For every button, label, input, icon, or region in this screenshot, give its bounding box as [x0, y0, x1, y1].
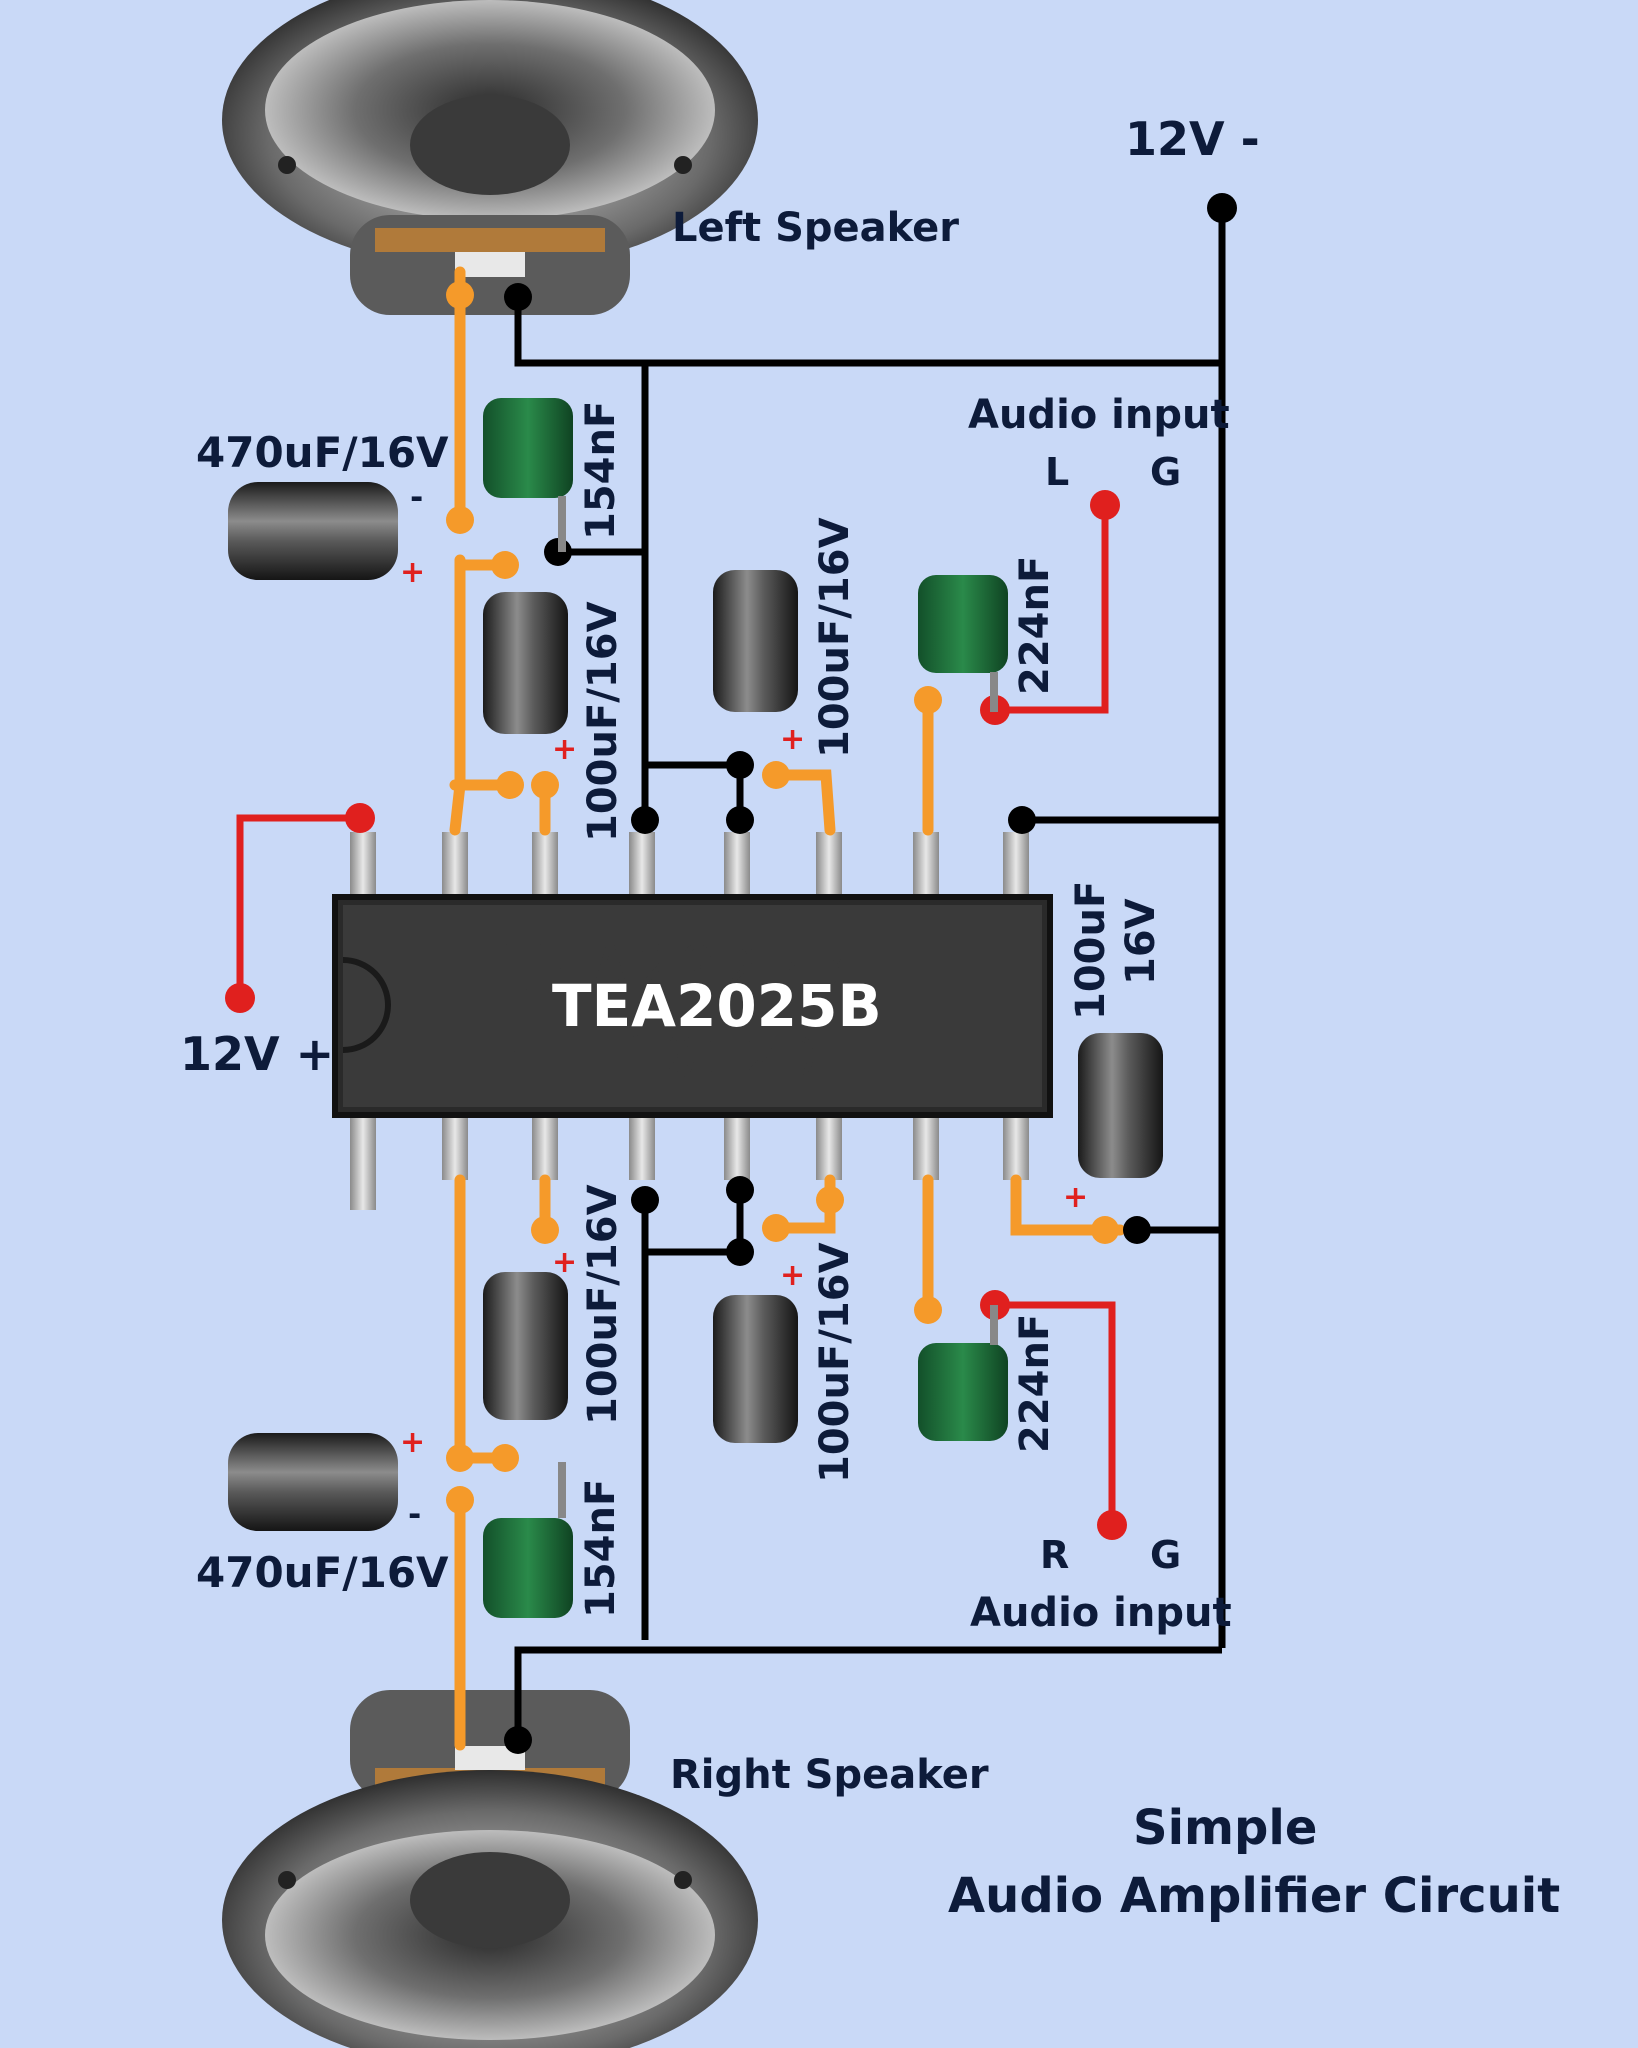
cap-154-bottom-label: 154nF — [578, 1478, 624, 1618]
audio-input-bottom-g: G — [1150, 1533, 1182, 1577]
cap-154-top-label: 154nF — [578, 400, 624, 540]
power-negative-label: 12V - — [1125, 112, 1260, 166]
audio-input-bottom-r: R — [1040, 1533, 1070, 1577]
signal-wires — [449, 266, 1126, 1751]
cap-100-bl-label: 100uF/16V — [580, 1184, 626, 1425]
power-wires — [236, 505, 1116, 1525]
audio-input-top-label: Audio input — [968, 392, 1230, 438]
cap-100-tm-body — [713, 570, 798, 712]
minus-sign-470-bottom: - — [408, 1495, 422, 1533]
title-line-1: Simple — [1133, 1800, 1318, 1856]
cap-100-right-body — [1078, 1033, 1163, 1178]
right-speaker — [222, 1690, 758, 2048]
plus-sign-100-bl: + — [552, 1245, 578, 1280]
cap-224-top-body — [918, 575, 1008, 673]
cap-470-top-label: 470uF/16V — [196, 428, 449, 477]
plus-sign-100-tl: + — [552, 732, 578, 767]
cap-100-tl-body — [483, 592, 568, 734]
plus-sign-470-top: + — [400, 555, 426, 590]
cap-224-bottom-label: 224nF — [1012, 1313, 1058, 1453]
cap-470-bottom-label: 470uF/16V — [196, 1548, 449, 1597]
title-line-2: Audio Amplifier Circuit — [948, 1868, 1561, 1924]
cap-100-bl-body — [483, 1272, 568, 1420]
power-positive-label: 12V + — [180, 1027, 335, 1081]
cap-100-right-label-b: 16V — [1118, 898, 1164, 985]
right-speaker-label: Right Speaker — [670, 1752, 989, 1798]
cap-100-right-label-a: 100uF — [1068, 880, 1114, 1020]
plus-sign-100-bm: + — [780, 1258, 806, 1293]
chip-marking-bottom: HL 1012D — [505, 1025, 823, 1090]
chip-pins — [350, 832, 1029, 1210]
cap-100-tl-label: 100uF/16V — [580, 601, 626, 842]
tea2025b-chip — [332, 894, 1053, 1118]
cap-224-top-label: 224nF — [1012, 555, 1058, 695]
cap-154-bottom-body — [483, 1518, 573, 1618]
minus-sign-470-top: - — [410, 478, 424, 516]
cap-100-tm-label: 100uF/16V — [812, 517, 858, 758]
cap-154-top-body — [483, 398, 573, 498]
cap-224-bottom-body — [918, 1343, 1008, 1441]
chip-marking-top: TEA2025B — [505, 932, 852, 1005]
plus-sign-100-right: + — [1063, 1180, 1089, 1215]
left-speaker — [222, 0, 758, 315]
chip-label: TEA2025B — [552, 972, 882, 1040]
plus-sign-100-tm: + — [780, 722, 806, 757]
electrolytic-capacitors — [228, 482, 1163, 1531]
audio-input-top-l: L — [1045, 450, 1070, 494]
audio-input-bottom-label: Audio input — [970, 1590, 1232, 1636]
left-speaker-label: Left Speaker — [672, 205, 960, 251]
cap-470-bottom-body — [228, 1433, 398, 1531]
ground-wires — [514, 208, 1226, 1740]
audio-input-top-g: G — [1150, 450, 1182, 494]
film-capacitors — [483, 398, 1008, 1618]
cap-470-top-body — [228, 482, 398, 580]
plus-sign-470-bottom: + — [400, 1425, 426, 1460]
cap-100-bm-label: 100uF/16V — [812, 1242, 858, 1483]
cap-100-bm-body — [713, 1295, 798, 1443]
